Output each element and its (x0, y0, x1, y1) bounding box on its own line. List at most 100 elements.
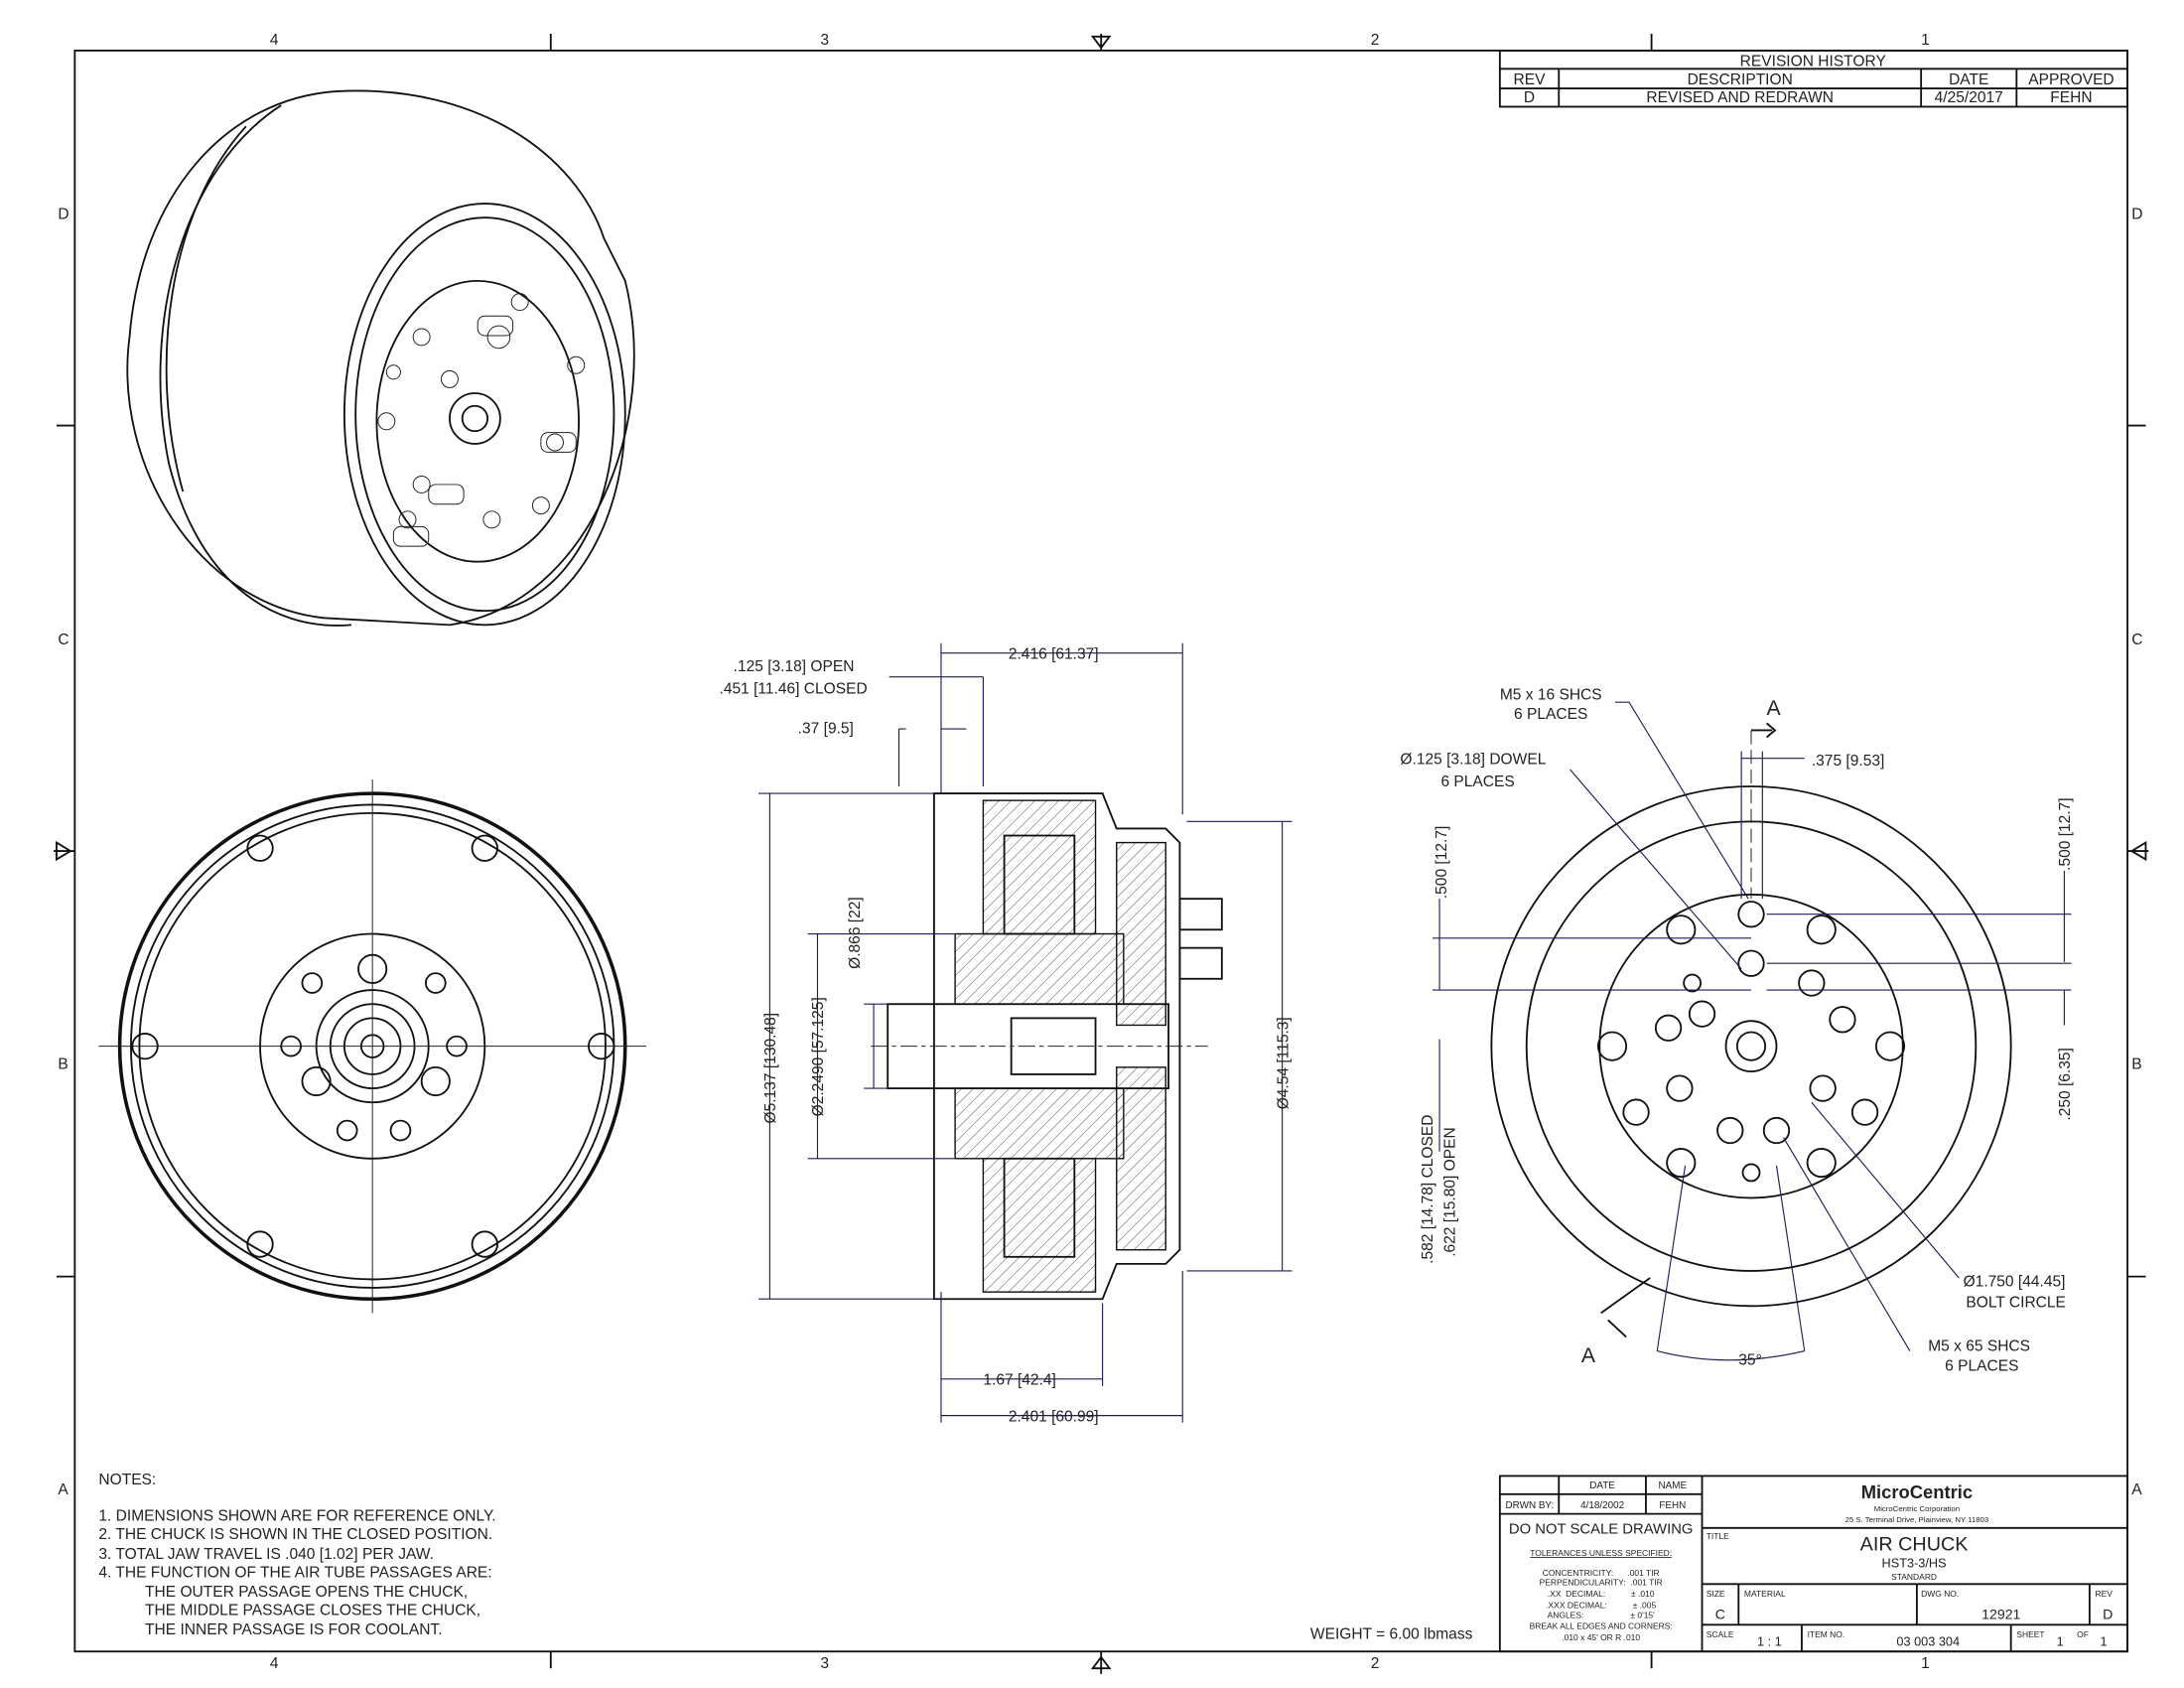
dim-500-left: .500 [12.7] (1433, 826, 1450, 899)
tb-drawn-date: 4/18/2002 (1580, 1500, 1624, 1511)
dim-2401: 2.401 [60.99] (1009, 1408, 1099, 1425)
dim-375: .375 [9.53] (1812, 753, 1884, 770)
note-1: 1. DIMENSIONS SHOWN ARE FOR REFERENCE ON… (98, 1508, 495, 1525)
right-view-dim-labels: M5 x 16 SHCS 6 PLACES Ø.125 [3.18] DOWEL… (1400, 686, 2074, 1374)
dwg-no-label: DWG NO. (1921, 1589, 1959, 1599)
dim-500-right: .500 [12.7] (2057, 797, 2074, 870)
weight: WEIGHT = 6.00 lbmass (1310, 1625, 1473, 1642)
zone-row-b-right: B (2131, 1055, 2141, 1072)
dim-167: 1.67 [42.4] (983, 1372, 1055, 1389)
section-dimensions (758, 642, 1293, 1423)
item-no-label: ITEM NO. (1808, 1629, 1845, 1639)
dim-bolt-circle: Ø1.750 [44.45] (1964, 1274, 2066, 1291)
tb-tolerance-3: .XX DECIMAL: ± .010 (1548, 1589, 1655, 1599)
zone-row-c: C (58, 632, 68, 648)
notes: NOTES: 1. DIMENSIONS SHOWN ARE FOR REFER… (98, 1472, 495, 1638)
zone-row-c-right: C (2131, 632, 2142, 648)
drawing-subtitle: HST3-3/HS (1882, 1555, 1947, 1570)
rev-label: REV (2096, 1589, 2114, 1599)
size-value: C (1715, 1607, 1725, 1622)
tb-tolerance-2: PERPENDICULARITY: .001 TIR (1540, 1578, 1663, 1588)
dim-m5x16: M5 x 16 SHCS (1500, 686, 1602, 703)
dim-dia-866: Ø.866 [22] (847, 897, 864, 969)
note-2: 2. THE CHUCK IS SHOWN IN THE CLOSED POSI… (98, 1526, 492, 1543)
drawing-title: AIR CHUCK (1860, 1533, 1969, 1555)
dim-m5x65-places: 6 PLACES (1945, 1357, 2018, 1374)
description-header: DESCRIPTION (1688, 71, 1793, 88)
right-view (1490, 722, 2012, 1338)
zone-row-a: A (58, 1481, 68, 1498)
front-view (98, 778, 646, 1314)
zone-row-b: B (58, 1055, 68, 1072)
sheet-border (73, 49, 2128, 1653)
tb-tolerance-7: .010 x 45' OR R .010 (1562, 1632, 1640, 1642)
drawing-standard: STANDARD (1891, 1572, 1937, 1582)
scale-label: SCALE (1706, 1629, 1734, 1639)
zone-col-2: 2 (1371, 32, 1380, 49)
zone-col-1: 1 (1921, 32, 1930, 49)
revision-history-table: REVISION HISTORY REV DESCRIPTION DATE AP… (1498, 49, 2128, 108)
dim-250: .250 [6.35] (2057, 1048, 2074, 1120)
tb-date-header: DATE (1589, 1480, 1615, 1491)
title-block: DATE NAME DRWN BY: 4/18/2002 FEHN DO NOT… (1498, 1475, 2128, 1653)
note-4: 4. THE FUNCTION OF THE AIR TUBE PASSAGES… (98, 1564, 491, 1581)
dim-angle-35: 35° (1738, 1352, 1762, 1369)
size-label: SIZE (1706, 1589, 1725, 1599)
section-dim-labels: .125 [3.18] OPEN .451 [11.46] CLOSED .37… (720, 645, 1293, 1425)
date-value: 4/25/2017 (1935, 89, 2003, 106)
dim-dia-5137: Ø5.137 [130.48] (762, 1013, 779, 1124)
tb-tolerance-1: CONCENTRICITY: .001 TIR (1543, 1568, 1660, 1578)
sheet-value: 1 (2057, 1634, 2064, 1649)
tb-do-not-scale: DO NOT SCALE DRAWING (1509, 1521, 1694, 1537)
dim-37: .37 [9.5] (798, 720, 854, 737)
tb-tolerance-5: ANGLES: ± 0'15' (1548, 1610, 1656, 1619)
dim-dia-2249: Ø2.2490 [57.125] (810, 997, 827, 1116)
section-view (871, 792, 1223, 1301)
section-label-a-top: A (1767, 697, 1782, 720)
dwg-no-value: 12921 (1981, 1607, 2020, 1622)
dim-closed-582: .582 [14.78] CLOSED (1420, 1114, 1436, 1263)
rev-value: D (1524, 89, 1535, 106)
dim-m5x65: M5 x 65 SHCS (1928, 1338, 2030, 1355)
note-4c: THE INNER PASSAGE IS FOR COOLANT. (145, 1621, 442, 1638)
tb-drawn-by-label: DRWN BY: (1506, 1500, 1555, 1511)
approved-value: FEHN (2050, 89, 2092, 106)
description-value: REVISED AND REDRAWN (1646, 89, 1834, 106)
sheet-label: SHEET (2016, 1629, 2044, 1639)
note-4b: THE MIDDLE PASSAGE CLOSES THE CHUCK, (145, 1602, 480, 1618)
zone-col-4-bottom: 4 (270, 1655, 279, 1672)
dim-m5x16-places: 6 PLACES (1514, 706, 1587, 723)
rev-value-tb: D (2103, 1607, 2113, 1622)
zone-row-d: D (58, 207, 68, 223)
material-label: MATERIAL (1744, 1589, 1786, 1599)
company-address: 25 S. Terminal Drive, Plainview, NY 1180… (1845, 1515, 1989, 1524)
zone-col-4: 4 (270, 32, 279, 49)
dim-bolt-circle-label: BOLT CIRCLE (1966, 1295, 2066, 1312)
revision-title: REVISION HISTORY (1740, 53, 1887, 70)
dim-open-125: .125 [3.18] OPEN (734, 658, 855, 675)
zone-col-1-bottom: 1 (1921, 1655, 1930, 1672)
notes-title: NOTES: (98, 1472, 156, 1488)
dim-dowel-places: 6 PLACES (1440, 774, 1514, 790)
date-header: DATE (1949, 71, 1988, 88)
of-label: OF (2077, 1629, 2089, 1639)
sheet-total-value: 1 (2100, 1634, 2107, 1649)
zone-col-2-bottom: 2 (1371, 1655, 1380, 1672)
right-view-dimensions (1432, 701, 2072, 1361)
section-label-a-bottom: A (1581, 1344, 1596, 1367)
isometric-view (126, 89, 635, 627)
zone-col-3: 3 (820, 32, 829, 49)
tb-drawn-name: FEHN (1659, 1500, 1686, 1511)
zone-col-3-bottom: 3 (820, 1655, 829, 1672)
note-4a: THE OUTER PASSAGE OPENS THE CHUCK, (145, 1584, 468, 1601)
company-full-name: MicroCentric Corporation (1874, 1504, 1960, 1513)
tb-tolerances-title: TOLERANCES UNLESS SPECIFIED: (1530, 1548, 1672, 1558)
rev-header: REV (1514, 71, 1547, 88)
tb-tolerance-6: BREAK ALL EDGES AND CORNERS: (1530, 1621, 1673, 1631)
item-no-value: 03 003 304 (1896, 1634, 1960, 1649)
tb-tolerance-4: .XXX DECIMAL: ± .005 (1546, 1600, 1656, 1610)
dim-dowel: Ø.125 [3.18] DOWEL (1400, 751, 1546, 768)
dim-open-622: .622 [15.80] OPEN (1442, 1127, 1459, 1257)
dim-dia-454: Ø4.54 [115.3] (1275, 1017, 1292, 1109)
